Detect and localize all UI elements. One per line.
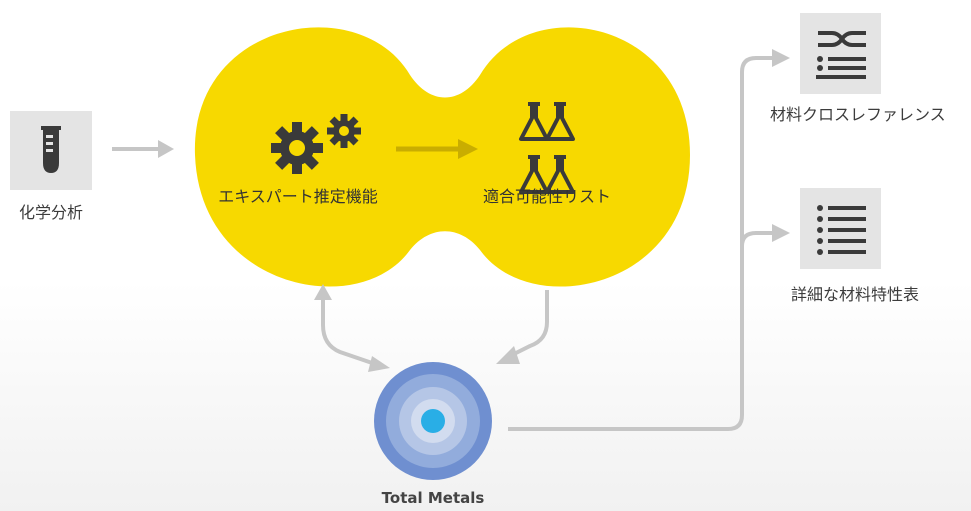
chemical-analysis-label: 化学分析 <box>18 203 83 222</box>
shuffle-list-icon <box>816 31 866 79</box>
expert-system-blob <box>194 27 691 287</box>
gears-icon <box>271 114 361 174</box>
arrow-analysis-to-expert <box>112 140 174 158</box>
flasks-icon <box>519 102 575 194</box>
database-label: Total Metals <box>381 489 485 507</box>
properties-label: 詳細な材料特性表 <box>790 285 919 304</box>
cross-reference-label: 材料クロスレファレンス <box>770 105 946 124</box>
test-tube-icon <box>41 126 61 173</box>
arrow-expert-to-list <box>396 139 478 159</box>
cross-reference-tile <box>800 13 881 94</box>
target-icon <box>374 362 492 480</box>
expert-estimation-label: エキスパート推定機能 <box>218 187 378 206</box>
arrow-database-expert-bidirectional <box>314 284 390 372</box>
compatible-list-label: 適合可能性リスト <box>482 187 611 206</box>
properties-tile <box>800 188 881 269</box>
arrow-database-to-outputs <box>508 49 790 431</box>
list-icon <box>817 205 866 255</box>
chemical-analysis-tile <box>10 111 92 190</box>
arrow-list-to-database <box>496 290 549 364</box>
